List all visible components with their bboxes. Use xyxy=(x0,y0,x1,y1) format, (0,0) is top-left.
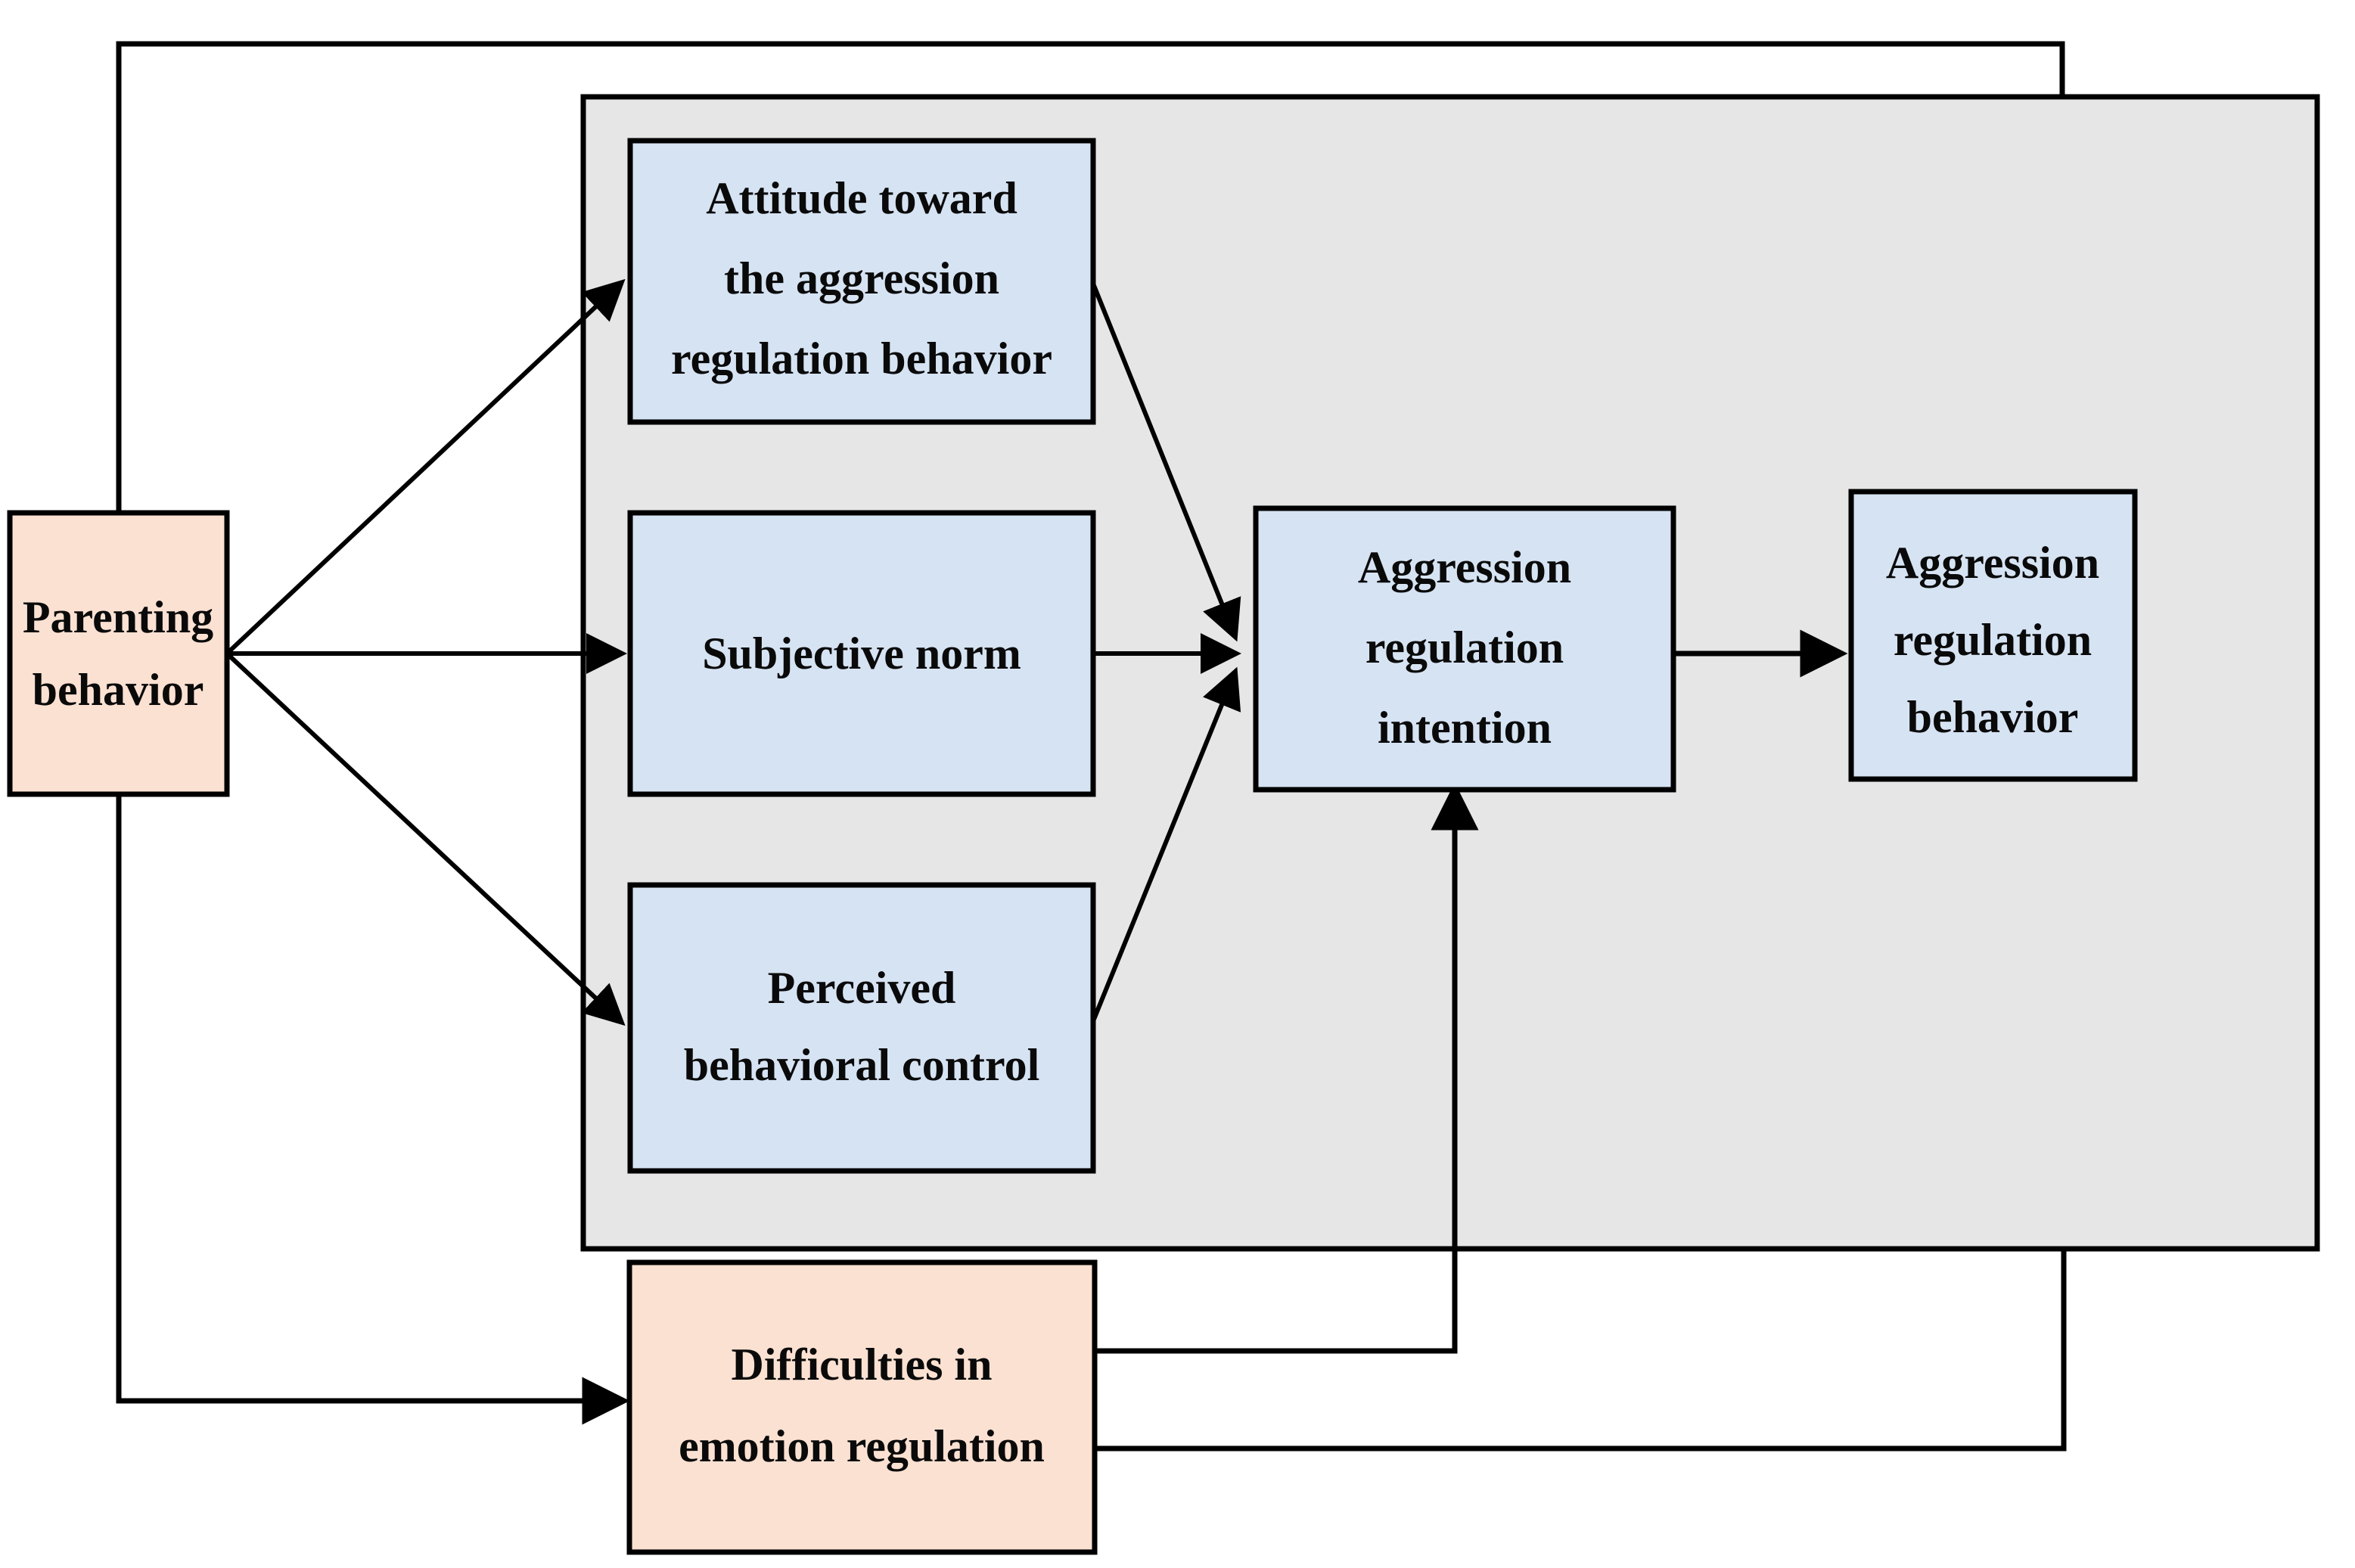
aggression-regulation-behavior-box[interactable] xyxy=(1848,489,2138,782)
edge-parenting-to-perceived-behavioral-control xyxy=(225,651,626,1026)
perceived-behavioral-control-box[interactable] xyxy=(627,882,1096,1174)
node-parenting-behavior[interactable]: Parenting behavior xyxy=(7,510,230,797)
difficulties-label-line-2: emotion regulation xyxy=(679,1421,1045,1471)
edge-attitude-to-intention xyxy=(1091,282,1241,642)
node-subjective-norm[interactable]: Subjective norm xyxy=(627,510,1096,797)
perceived-behavioral-control-label-line-2: behavioral control xyxy=(684,1040,1040,1090)
subjective-norm-box[interactable] xyxy=(627,510,1096,797)
node-aggression-regulation-behavior[interactable]: Aggression regulation behavior xyxy=(1848,489,2138,782)
perceived-behavioral-control-label-line-1: Perceived xyxy=(768,963,956,1013)
edge-difficulties-to-intention xyxy=(1095,782,1479,1354)
edge-parenting-to-attitude xyxy=(225,278,626,656)
parenting-behavior-box[interactable] xyxy=(7,510,230,797)
aggression-regulation-behavior-label-line-1: Aggression xyxy=(1886,538,2099,588)
aggression-regulation-intention-box[interactable] xyxy=(1253,505,1676,793)
attitude-label-line-3: regulation behavior xyxy=(671,334,1052,383)
parenting-behavior-label-line-1: Parenting xyxy=(23,592,213,642)
edge-parenting-to-difficulties xyxy=(116,794,630,1425)
attitude-label-line-1: Attitude toward xyxy=(706,173,1017,223)
aggression-regulation-intention-label-line-2: regulation xyxy=(1365,623,1564,672)
subjective-norm-label: Subjective norm xyxy=(702,629,1021,678)
aggression-regulation-intention-label-line-1: Aggression xyxy=(1358,542,1571,592)
parenting-behavior-label-line-2: behavior xyxy=(33,665,204,715)
node-attitude[interactable]: Attitude toward the aggression regulatio… xyxy=(627,138,1096,425)
aggression-regulation-intention-label-line-3: intention xyxy=(1378,703,1552,753)
aggression-regulation-behavior-label-line-2: regulation xyxy=(1894,615,2092,665)
edge-perceived-behavioral-control-to-intention xyxy=(1091,666,1241,1023)
attitude-box[interactable] xyxy=(627,138,1096,425)
attitude-label-line-2: the aggression xyxy=(724,253,999,303)
node-perceived-behavioral-control[interactable]: Perceived behavioral control xyxy=(627,882,1096,1174)
node-difficulties-in-emotion-regulation[interactable]: Difficulties in emotion regulation xyxy=(626,1259,1098,1555)
difficulties-in-emotion-regulation-box[interactable] xyxy=(626,1259,1098,1555)
node-aggression-regulation-intention[interactable]: Aggression regulation intention xyxy=(1253,505,1676,793)
difficulties-label-line-1: Difficulties in xyxy=(732,1340,993,1389)
aggression-regulation-behavior-label-line-3: behavior xyxy=(1907,692,2079,742)
